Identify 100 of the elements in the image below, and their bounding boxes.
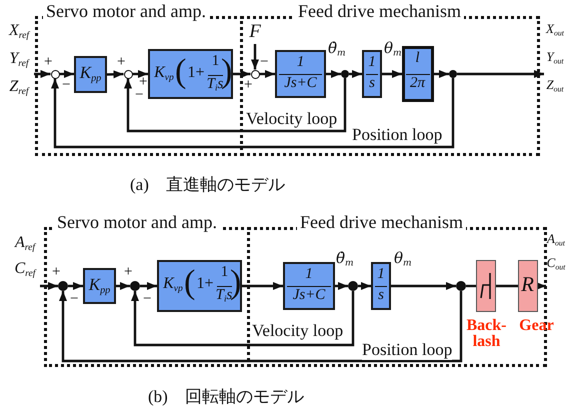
signal-arrow — [60, 70, 74, 78]
signal-name: X$_{ref}$ — [8, 22, 31, 40]
loop-label: Velocity loop — [252, 322, 344, 341]
block-formula: 1+ — [186, 64, 206, 82]
block-formula: 1 — [304, 266, 314, 282]
block-formula: ( — [175, 53, 186, 90]
signal-arrow — [34, 70, 50, 78]
block-formula: 2π — [408, 74, 426, 91]
signal-name: θ̇$_{m}$ — [336, 250, 354, 266]
feedback-arrow — [59, 291, 462, 362]
signal-arrow — [40, 282, 58, 290]
branch-point — [456, 281, 466, 291]
signal-arrow — [349, 70, 362, 78]
sign-label: + — [139, 76, 148, 89]
signal-arrow — [140, 282, 157, 290]
group-title: Servo motor and amp. — [43, 2, 209, 20]
block-formula: ) — [221, 53, 232, 90]
block-formula: 1 — [376, 266, 386, 282]
signal-arrow — [358, 282, 371, 290]
sign-label: − — [70, 293, 78, 306]
transfer-function-block — [148, 49, 233, 99]
block-formula: K$_{vp}$ — [153, 64, 175, 82]
group-title: Servo motor and amp. — [54, 213, 220, 231]
signal-arrow — [260, 70, 275, 78]
figure-caption: (a) 直進軸のモデル — [130, 176, 285, 195]
block-formula: ( — [184, 264, 195, 302]
loop-label: Position loop — [352, 126, 442, 145]
sign-label: − — [62, 79, 70, 92]
block-formula: 1 — [220, 264, 230, 280]
signal-name: A$_{out}$ — [546, 232, 566, 246]
block-symbol: R — [520, 272, 535, 296]
signal-name: C$_{ref}$ — [14, 260, 38, 278]
signal-arrow — [132, 70, 148, 78]
block-formula: 1 — [367, 54, 377, 70]
sign-label: + — [52, 266, 60, 279]
block-formula: 1 — [210, 53, 220, 70]
signal-arrow — [326, 70, 341, 78]
signal-arrow — [335, 282, 348, 290]
figure-caption: (b) 回転軸のモデル — [148, 388, 304, 407]
sign-label: + — [117, 56, 126, 69]
signal-arrow — [457, 70, 544, 78]
signal-name: F — [248, 22, 262, 43]
signal-arrow — [116, 282, 130, 290]
transfer-function-block — [283, 262, 335, 310]
block-caption: Back- lash — [466, 318, 508, 350]
loop-label: Velocity loop — [246, 110, 338, 129]
signal-name: Y$_{out}$ — [545, 50, 565, 64]
group-title: Feed drive mechanism — [297, 213, 466, 231]
block-formula: T$_{i}$s — [206, 76, 224, 92]
loop-label: Position loop — [362, 341, 452, 360]
block-formula: ) — [230, 264, 241, 302]
sign-label: + — [44, 56, 52, 69]
block-formula: K$_{pp}$ — [78, 64, 102, 83]
block-formula: 1+ — [195, 275, 215, 293]
sign-label: + — [124, 266, 132, 279]
block-formula: Js+C — [292, 287, 326, 304]
feedback-arrow — [51, 78, 454, 148]
branch-point — [341, 70, 349, 78]
signal-arrow — [68, 282, 83, 290]
signal-line — [466, 284, 476, 288]
transfer-function-block — [402, 46, 434, 102]
signal-name: θ$_{m}$ — [394, 250, 412, 266]
feedback-arrow — [131, 291, 354, 346]
signal-name: Z$_{ref}$ — [8, 78, 30, 96]
branch-point — [348, 281, 358, 291]
block-caption: Gear — [518, 318, 555, 334]
transfer-function-block — [275, 50, 326, 98]
signal-name: X$_{out}$ — [544, 22, 565, 36]
block-formula: 1 — [296, 54, 306, 70]
signal-name: θ$_{m}$ — [384, 40, 402, 56]
feedback-arrow — [124, 78, 346, 132]
signal-name: C$_{out}$ — [546, 256, 566, 270]
signal-arrow — [251, 44, 259, 70]
block-formula: K$_{vp}$ — [162, 275, 184, 293]
signal-arrow — [106, 70, 124, 78]
sign-label: − — [260, 56, 268, 69]
signal-name: θ̇$_{m}$ — [328, 40, 346, 56]
group-title: Feed drive mechanism — [295, 2, 464, 20]
sign-label: − — [143, 293, 152, 306]
signal-line — [496, 284, 518, 288]
transfer-function-block — [83, 268, 116, 304]
sign-label: + — [244, 79, 252, 92]
branch-point — [449, 70, 457, 78]
signal-arrow — [391, 282, 456, 290]
signal-arrow — [434, 70, 449, 78]
signal-arrow — [242, 282, 283, 290]
transfer-function-block — [371, 262, 391, 310]
block-formula: s — [368, 75, 376, 92]
signal-name: A$_{ref}$ — [13, 234, 37, 252]
signal-arrow — [233, 70, 250, 78]
transfer-function-block — [362, 50, 382, 98]
block-formula: T$_{i}$s — [214, 287, 232, 304]
signal-name: Y$_{ref}$ — [8, 50, 30, 68]
signal-arrow — [382, 70, 402, 78]
sign-label: − — [135, 89, 144, 102]
block-formula: s — [377, 287, 385, 304]
transfer-function-block — [157, 260, 242, 312]
block-formula: K$_{pp}$ — [88, 276, 112, 295]
block-formula: l — [414, 50, 421, 66]
signal-name: Z$_{out}$ — [545, 78, 565, 92]
